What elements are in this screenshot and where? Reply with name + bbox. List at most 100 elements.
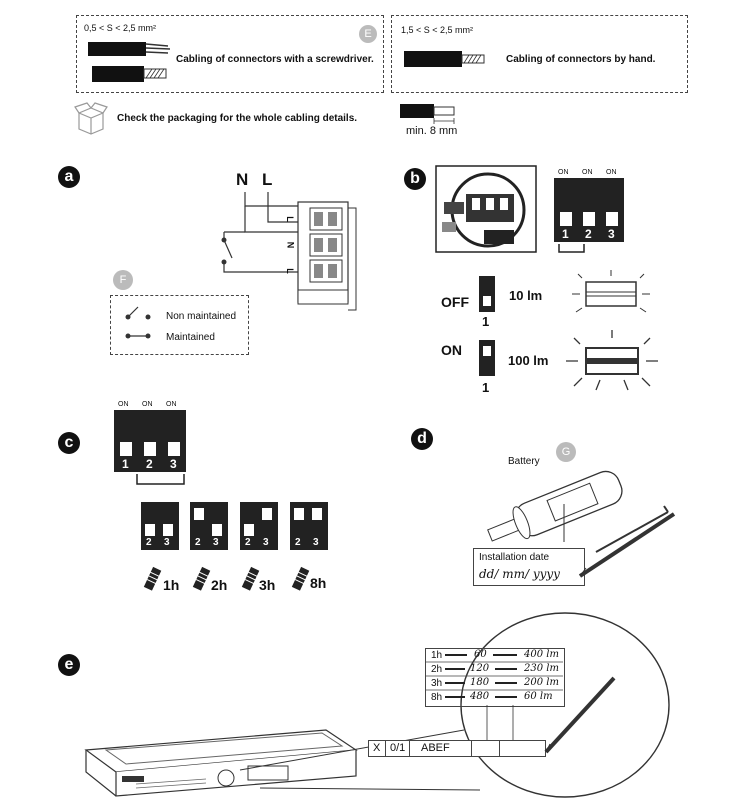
dip-c-bracket	[136, 474, 185, 485]
off-switch[interactable]	[479, 276, 495, 312]
dip-c-num-2: 2	[146, 457, 153, 471]
pen-icon-d	[578, 512, 676, 578]
dip-3h-num-2: 2	[245, 537, 251, 548]
battery-icon-8h	[291, 566, 310, 591]
label-n: N	[236, 170, 249, 189]
on-label: ON	[441, 342, 462, 358]
pen-icon-e	[544, 676, 616, 754]
dip-c-num-3: 3	[170, 457, 177, 471]
dip-b-switch-3[interactable]	[606, 212, 618, 226]
dip-2h-sw-2	[194, 508, 204, 520]
off-switch-knob	[483, 296, 491, 306]
lumen-row-3h-from: 180	[470, 677, 490, 688]
dip-3h-sw-2	[244, 524, 254, 536]
hand-range: 1,5 < S < 2,5 mm²	[401, 25, 474, 35]
label-abef-text: ABEF	[421, 742, 450, 754]
battery-icon-1h	[143, 566, 162, 591]
switch-legend-box	[110, 295, 249, 355]
lumen-row-2h-to: 230 lm	[524, 663, 559, 674]
dip-8h-num-3: 3	[313, 537, 319, 548]
lumen-row-8h-from: 480	[470, 691, 490, 702]
dip-3h-num-3: 3	[263, 537, 269, 548]
dip-b-switch-2[interactable]	[583, 212, 595, 226]
bright-light-icon	[566, 330, 658, 391]
lumen-row-1h-dur: 1h	[431, 650, 443, 661]
terminal-l2: L	[284, 268, 295, 274]
dip-b-bracket	[558, 244, 585, 253]
on-switch[interactable]	[479, 340, 495, 376]
dip-8h-sw-3	[312, 508, 322, 520]
section-b-badge: b	[404, 168, 426, 190]
label-cell-empty-1[interactable]	[471, 741, 500, 756]
section-c-badge: c	[58, 432, 80, 454]
installation-date-field[interactable]	[473, 548, 585, 586]
screwdriver-cabling-box	[76, 15, 384, 93]
section-e-badge: e	[58, 654, 80, 676]
dip-1h-num-3: 3	[164, 537, 170, 548]
battery-icon-3h	[241, 566, 260, 591]
lumen-row-8h-to: 60 lm	[524, 691, 553, 702]
battery-icon-2h	[192, 566, 211, 591]
legend-non-maintained: Non maintained	[166, 311, 237, 322]
dip-b-switch-1[interactable]	[560, 212, 572, 226]
duration-8h: 8h	[310, 575, 327, 591]
strip-length-label: min. 8 mm	[406, 125, 458, 137]
fixture-drawing	[84, 729, 358, 797]
lumen-table-arrows	[425, 654, 563, 740]
on-value: 100 lm	[508, 353, 549, 368]
battery-label: Battery	[508, 456, 540, 467]
label-cell-01	[385, 741, 410, 756]
screwdriver-cable-icon	[88, 42, 171, 82]
dip-3h: 2 3	[240, 502, 278, 550]
lumen-row-2h-dur: 2h	[431, 664, 443, 675]
dip-c-on-1: ON	[118, 401, 129, 408]
product-label-strip: X 0/1 ABEF	[368, 740, 546, 757]
hand-cabling-box	[391, 15, 688, 93]
dip-2h: 2 3	[190, 502, 228, 550]
label-01-text: 0/1	[390, 742, 406, 754]
lumen-row-8h-dur: 8h	[431, 692, 443, 703]
label-cell-abef	[409, 741, 472, 756]
screwdriver-range: 0,5 < S < 2,5 mm²	[84, 23, 157, 33]
off-label: OFF	[441, 294, 469, 310]
dip-2h-num-2: 2	[195, 537, 201, 548]
package-box-icon	[74, 102, 108, 135]
dip-b-on-1: ON	[558, 169, 569, 176]
on-switch-knob	[483, 346, 491, 356]
dip-8h-num-2: 2	[295, 537, 301, 548]
dip-c-switch-1[interactable]	[120, 442, 132, 456]
non-maintained-icon	[125, 306, 151, 320]
dip-3h-sw-3	[262, 508, 272, 520]
on-index: 1	[482, 380, 490, 395]
duration-1h: 1h	[163, 577, 180, 593]
installation-date-value: dd/ mm/ yyyy	[479, 567, 560, 581]
dim-light-icon	[572, 270, 650, 313]
dip-2h-sw-3	[212, 524, 222, 536]
dip-8h-sw-2	[294, 508, 304, 520]
dip-b-num-2: 2	[585, 227, 592, 241]
label-l: L	[262, 170, 273, 189]
dip-switch-b: ON ON ON 1 2 3	[554, 169, 624, 242]
packaging-note: Check the packaging for the whole cablin…	[117, 113, 358, 124]
lumen-row-3h-dur: 3h	[431, 678, 443, 689]
label-cell-empty-2[interactable]	[499, 741, 545, 756]
lumen-row-2h-from: 120	[470, 663, 490, 674]
dip-c-switch-3[interactable]	[168, 442, 180, 456]
section-d-badge: d	[411, 428, 433, 450]
terminal-l: L	[284, 216, 295, 222]
badge-f: F	[113, 270, 133, 290]
installation-date-label: Installation date	[479, 552, 550, 563]
maintained-icon	[125, 333, 151, 339]
dip-c-on-3: ON	[166, 401, 177, 408]
battery-cell-drawing	[487, 470, 669, 553]
hand-cable-icon	[404, 51, 485, 67]
dip-c-switch-2[interactable]	[144, 442, 156, 456]
dip-1h-sw-2	[145, 524, 155, 536]
section-a-badge: a	[58, 166, 80, 188]
dip-c-num-1: 1	[122, 457, 129, 471]
off-index: 1	[482, 314, 490, 329]
duration-2h: 2h	[211, 577, 228, 593]
terminal-n: N	[285, 241, 296, 249]
off-value: 10 lm	[509, 288, 543, 303]
dip-1h: 2 3	[141, 502, 179, 550]
